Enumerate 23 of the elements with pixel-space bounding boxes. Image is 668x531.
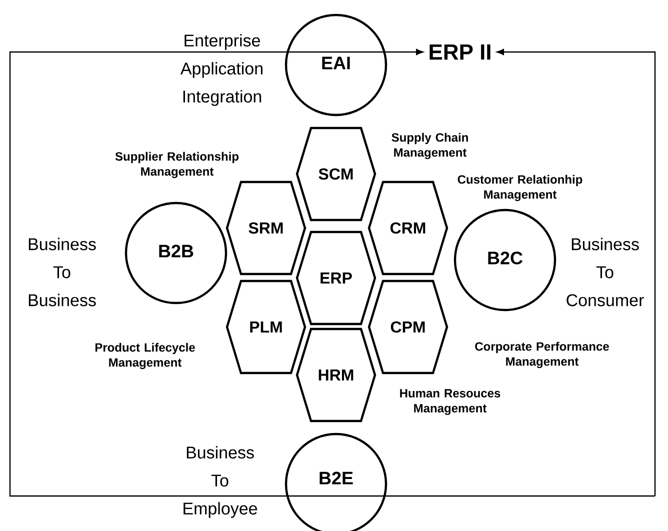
circle-node: EAI — [284, 14, 388, 116]
hexagon-node: SCM — [296, 126, 376, 222]
arrow — [9, 48, 655, 497]
caption-text: Product Lifecycle Management — [95, 342, 195, 370]
hexagon-node: CRM — [368, 180, 448, 276]
hexagon-node: PLM — [226, 280, 306, 374]
hexagon-node: CPM — [368, 280, 448, 374]
caption-text: Supply Chain Management — [392, 132, 468, 160]
hexagon-node: SRM — [226, 180, 306, 276]
caption-text: Corporate Performance Management — [475, 342, 609, 368]
caption-text: Business To Employee — [184, 446, 258, 518]
caption-text: Customer Relationhip Management — [458, 174, 582, 202]
circle-node: B2B — [124, 202, 228, 304]
caption-text: Business To Consumer — [566, 238, 644, 306]
arrow — [496, 48, 656, 496]
hexagon-node: ERP — [296, 230, 376, 326]
caption-text: Business To Business — [28, 238, 96, 306]
caption-text: Supplier Relationship Management — [115, 152, 239, 178]
caption-text: Human Resouces Management — [400, 389, 500, 415]
hexagon-node: HRM — [296, 328, 376, 422]
caption-text: Enterprise Application Integration — [180, 34, 262, 106]
title-text: ERP II — [430, 44, 490, 60]
circle-node: B2C — [454, 208, 556, 312]
